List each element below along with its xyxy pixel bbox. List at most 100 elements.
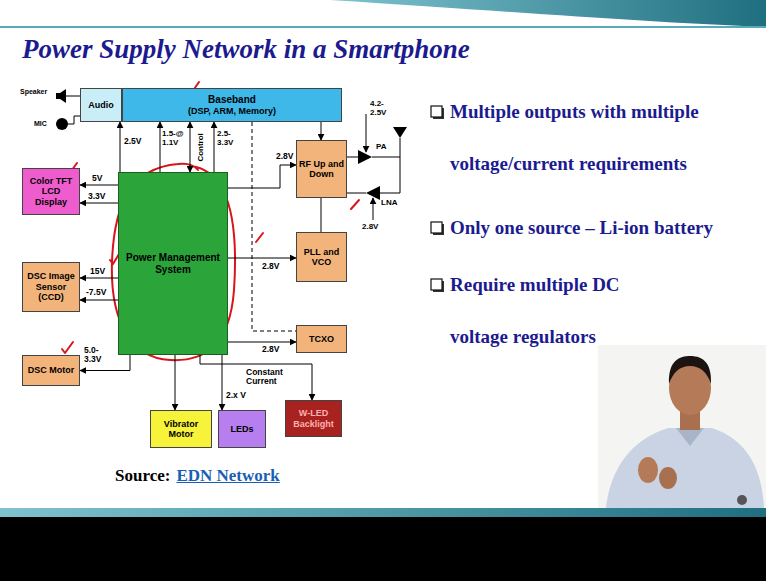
voltage-label: 5.0-3.3V	[84, 346, 114, 365]
header-rule	[0, 26, 766, 28]
presenter-watch	[737, 495, 747, 505]
bullet-square	[431, 279, 442, 290]
pa-wire	[347, 157, 358, 158]
bullet-text: Multiple outputs with multiple voltage/c…	[450, 86, 760, 190]
red-annotations	[62, 82, 359, 360]
supply-connector	[214, 122, 215, 172]
component-box: DSC Image Sensor (CCD)	[22, 262, 80, 312]
box-text: DSC Motor	[28, 365, 75, 375]
battery-feed-arrow	[366, 114, 367, 152]
voltage-label: 5V	[92, 174, 102, 183]
presenter-hand	[659, 467, 677, 489]
source-link: EDN Network	[176, 466, 279, 486]
supply-connector	[190, 122, 191, 172]
component-box: PLL and VCO	[296, 232, 347, 282]
voltage-label: 15V	[90, 267, 105, 276]
speaker-cone	[60, 89, 66, 103]
supply-connector	[80, 203, 118, 204]
component-box: Power Management System	[118, 172, 228, 355]
box-text: Vibrator Motor	[153, 419, 209, 440]
bullet-squares	[431, 106, 444, 292]
supply-connector	[160, 122, 161, 172]
box-text: RF Up and Down	[299, 159, 344, 180]
lna-amplifier	[366, 186, 380, 200]
annotation-stroke	[256, 233, 263, 242]
component-box: Baseband(DSP, ARM, Memory)	[122, 88, 342, 122]
voltage-label: 3.3V	[88, 192, 106, 201]
speaker-wire	[66, 96, 80, 97]
footer-rule	[0, 508, 766, 517]
voltage-label: 2.5-3.3V	[217, 130, 242, 148]
supply-connector	[80, 278, 118, 279]
box-text: PLL and VCO	[299, 247, 344, 268]
component-box: LEDs	[218, 410, 266, 448]
box-text: Audio	[88, 100, 114, 110]
bullet-square	[431, 222, 442, 233]
mic-wire	[68, 116, 80, 124]
video-background	[598, 345, 766, 508]
supply-connector	[80, 300, 118, 301]
component-box: Vibrator Motor	[150, 410, 212, 448]
speaker-body	[56, 93, 60, 99]
slide-title: Power Supply Network in a Smartphone	[22, 34, 470, 65]
voltage-label: 2.x V	[226, 391, 246, 400]
box-text: TCXO	[309, 334, 334, 344]
supply-connector	[321, 198, 322, 232]
component-box: DSC Motor	[22, 355, 80, 386]
supply-connector	[228, 342, 296, 343]
lna-wire	[380, 193, 400, 194]
supply-connector	[120, 122, 121, 172]
antenna-wire	[400, 138, 401, 193]
rf-front-end	[347, 114, 407, 220]
supply-connector	[80, 185, 118, 186]
supply-connector	[175, 355, 176, 410]
bullet-text: Require multiple DC voltage regulators	[450, 259, 665, 363]
header-wave	[330, 0, 766, 27]
amplifier-label: PA	[376, 142, 387, 151]
lna-wire	[347, 193, 366, 194]
voltage-label: Constant Current	[246, 368, 302, 387]
voltage-label: 2.8V	[362, 222, 378, 231]
annotation-circle	[112, 164, 235, 360]
voltage-label: 2.8V	[262, 345, 280, 354]
component-box: TCXO	[296, 325, 347, 353]
dashed-connector	[252, 122, 296, 331]
bullet-square	[431, 106, 442, 117]
presenter-hand	[638, 457, 658, 483]
lna-supply-arrow	[373, 198, 374, 220]
voltage-label: -7.5V	[86, 288, 106, 297]
mic-symbol	[56, 116, 80, 130]
footer-band	[0, 517, 766, 581]
presenter-figure	[598, 345, 766, 508]
voltage-label: 1.5-@ 1.1V	[162, 130, 189, 148]
voltage-label: 2.5V	[124, 137, 142, 146]
box-text: Power Management System	[121, 252, 225, 275]
component-box: Audio	[80, 88, 122, 122]
bullet-text: Only one source – Li-ion battery	[450, 202, 760, 254]
supply-connector	[222, 355, 223, 410]
supply-connector	[228, 258, 296, 259]
annotation-stroke	[351, 200, 359, 209]
presenter-collar	[676, 428, 704, 446]
port-label: MIC	[34, 120, 47, 127]
box-text: DSC Image Sensor (CCD)	[25, 271, 77, 302]
component-box: RF Up and Down	[296, 140, 347, 198]
presenter-shirt	[606, 428, 764, 508]
box-text: (DSP, ARM, Memory)	[188, 106, 276, 116]
supply-connector	[321, 122, 322, 140]
component-box: Color TFT LCD Display	[22, 168, 80, 215]
box-text: W-LED Backlight	[288, 408, 339, 429]
pa-amplifier	[358, 150, 372, 164]
voltage-label: 2.8V	[262, 262, 280, 271]
voltage-label: Control	[197, 133, 206, 161]
supply-connector	[228, 165, 296, 188]
amplifier-label: LNA	[381, 198, 397, 207]
presenter-hair	[669, 356, 711, 384]
voltage-label: 4.2-2.5V	[370, 100, 398, 118]
box-text: Baseband	[208, 94, 256, 106]
mic-head	[56, 118, 68, 130]
antenna-symbol	[393, 127, 407, 138]
component-box: W-LED Backlight	[285, 400, 342, 437]
box-text: LEDs	[230, 424, 253, 434]
